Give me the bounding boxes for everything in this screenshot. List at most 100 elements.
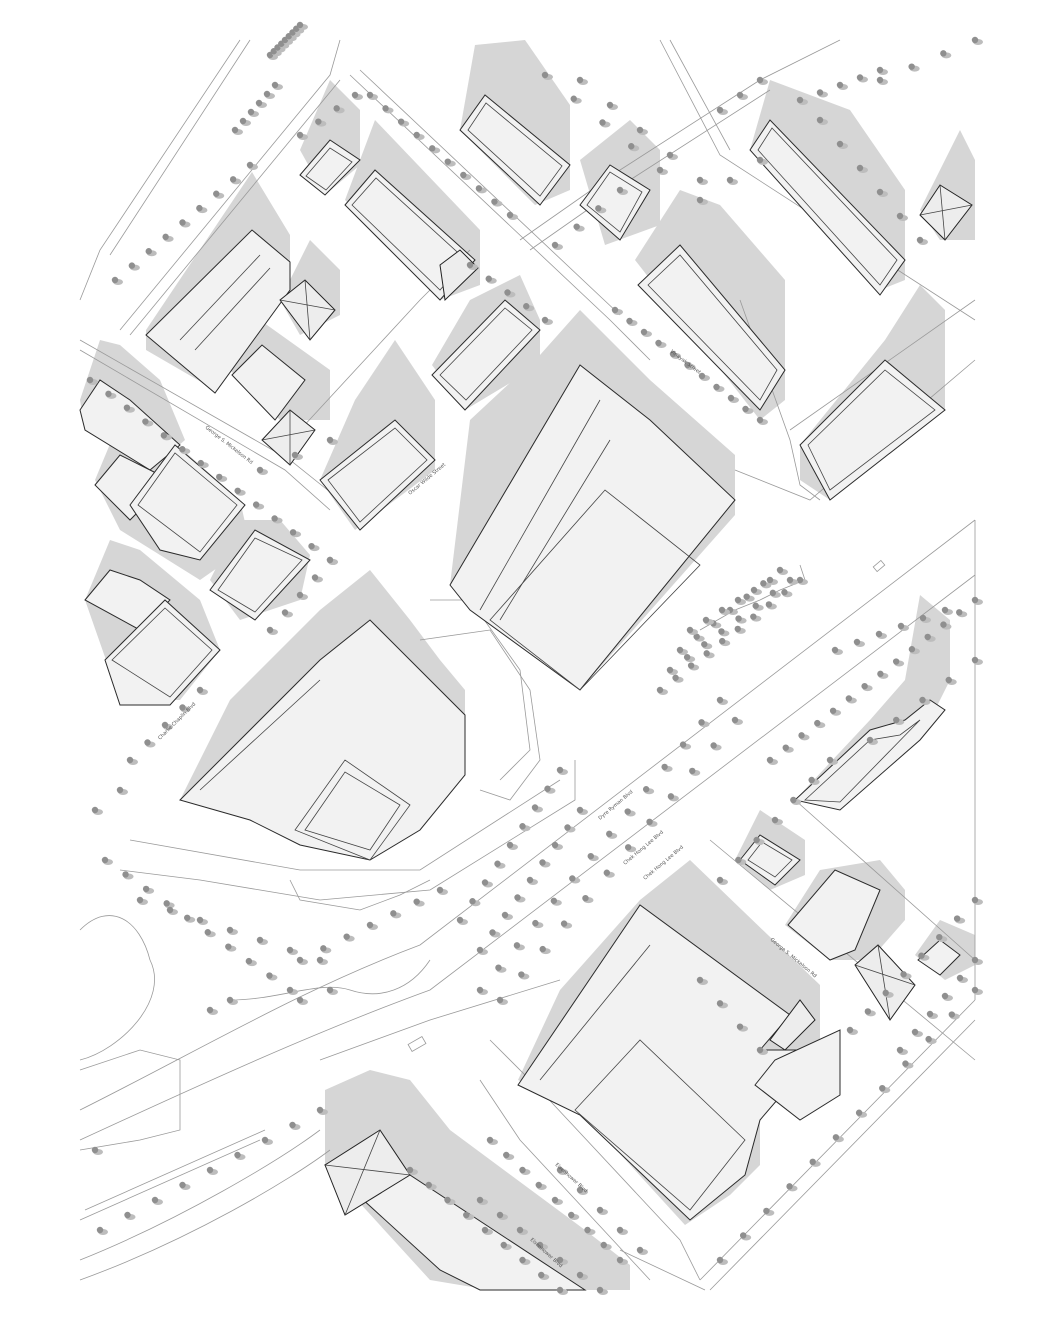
tree-icon: [701, 641, 713, 650]
tree-icon: [956, 609, 968, 618]
tree-icon: [142, 418, 154, 427]
tree-icon: [686, 626, 698, 635]
tree-icon: [489, 929, 501, 938]
tree-icon: [940, 50, 952, 59]
tree-icon: [425, 1181, 437, 1190]
tree-icon: [296, 996, 308, 1005]
tree-icon: [924, 633, 936, 642]
tree-icon: [261, 1136, 273, 1145]
tree-icon: [766, 756, 778, 765]
tree-icon: [856, 164, 868, 173]
tree-icon: [308, 542, 320, 552]
tree-icon: [501, 911, 513, 920]
tree-icon: [122, 871, 134, 880]
tree-icon: [296, 591, 308, 600]
tree-icon: [326, 986, 338, 995]
tree-icon: [569, 875, 581, 884]
tree-icon: [596, 1206, 608, 1215]
tree-icon: [266, 626, 278, 635]
tree-icon: [252, 501, 265, 510]
tree-icon: [971, 596, 983, 605]
tree-icon: [875, 630, 887, 639]
tree-icon: [940, 621, 952, 630]
tree-icon: [256, 936, 268, 945]
tree-icon: [476, 1196, 488, 1205]
tree-icon: [616, 186, 628, 195]
tree-icon: [882, 989, 894, 998]
tree-icon: [702, 616, 714, 625]
tree-icon: [716, 876, 728, 885]
tree-icon: [736, 91, 748, 100]
tree-icon: [796, 96, 808, 105]
tree-layer: [86, 21, 983, 1295]
tree-icon: [519, 1166, 531, 1175]
tree-icon: [876, 66, 888, 75]
tree-icon: [599, 119, 611, 128]
tree-icon: [576, 1186, 588, 1195]
tree-icon: [469, 898, 481, 907]
tree-icon: [476, 946, 488, 955]
tree-icon: [750, 613, 762, 622]
tree-icon: [866, 736, 878, 745]
tree-icon: [971, 986, 983, 995]
tree-icon: [245, 957, 257, 967]
tree-icon: [226, 926, 238, 935]
tree-icon: [919, 696, 931, 705]
tree-icon: [504, 289, 516, 298]
tree-icon: [382, 105, 394, 114]
tree-icon: [776, 566, 788, 575]
tree-icon: [836, 140, 848, 149]
tree-icon: [876, 76, 888, 85]
tree-icon: [808, 776, 820, 785]
tree-icon: [853, 638, 865, 647]
tree-icon: [971, 656, 983, 665]
tree-icon: [486, 1136, 498, 1145]
tree-icon: [315, 118, 327, 127]
tree-icon: [918, 952, 930, 961]
tree-icon: [584, 1226, 596, 1235]
tree-icon: [538, 1271, 550, 1280]
tree-icon: [877, 670, 889, 679]
tree-icon: [286, 946, 298, 955]
tree-icon: [734, 596, 746, 605]
tree-icon: [760, 580, 772, 589]
tree-icon: [532, 919, 544, 929]
tree-icon: [86, 376, 98, 385]
tree-icon: [523, 303, 535, 312]
tree-icon: [556, 766, 568, 775]
tree-icon: [656, 166, 668, 175]
tree-icon: [481, 1226, 493, 1235]
tree-icon: [556, 1256, 568, 1265]
tree-icon: [716, 1256, 728, 1265]
tree-icon: [971, 956, 983, 965]
tree-icon: [809, 1158, 821, 1167]
tree-icon: [204, 929, 216, 938]
tree-icon: [646, 818, 658, 827]
tree-icon: [413, 131, 425, 140]
tree-icon: [816, 89, 828, 98]
tree-icon: [636, 126, 648, 135]
tree-icon: [179, 446, 191, 455]
tree-icon: [734, 625, 746, 634]
tree-icon: [713, 383, 725, 392]
tree-icon: [763, 1207, 775, 1216]
tree-icon: [798, 732, 810, 741]
tree-icon: [710, 742, 722, 751]
tree-icon: [693, 633, 705, 642]
tree-icon: [698, 719, 710, 728]
tree-icon: [666, 151, 678, 160]
tree-icon: [735, 856, 747, 865]
tree-icon: [316, 956, 328, 965]
tree-icon: [570, 95, 582, 104]
tree-icon: [640, 328, 652, 337]
street-label-eisenhower-1: Eisenhower Blvd: [554, 1162, 589, 1194]
tree-icon: [535, 1181, 547, 1190]
tree-icon: [718, 606, 730, 615]
tree-icon: [971, 896, 983, 905]
tree-icon: [766, 576, 778, 585]
tree-icon: [576, 1271, 588, 1280]
tree-icon: [263, 90, 275, 99]
tree-icon: [551, 241, 563, 250]
tree-icon: [351, 91, 363, 100]
